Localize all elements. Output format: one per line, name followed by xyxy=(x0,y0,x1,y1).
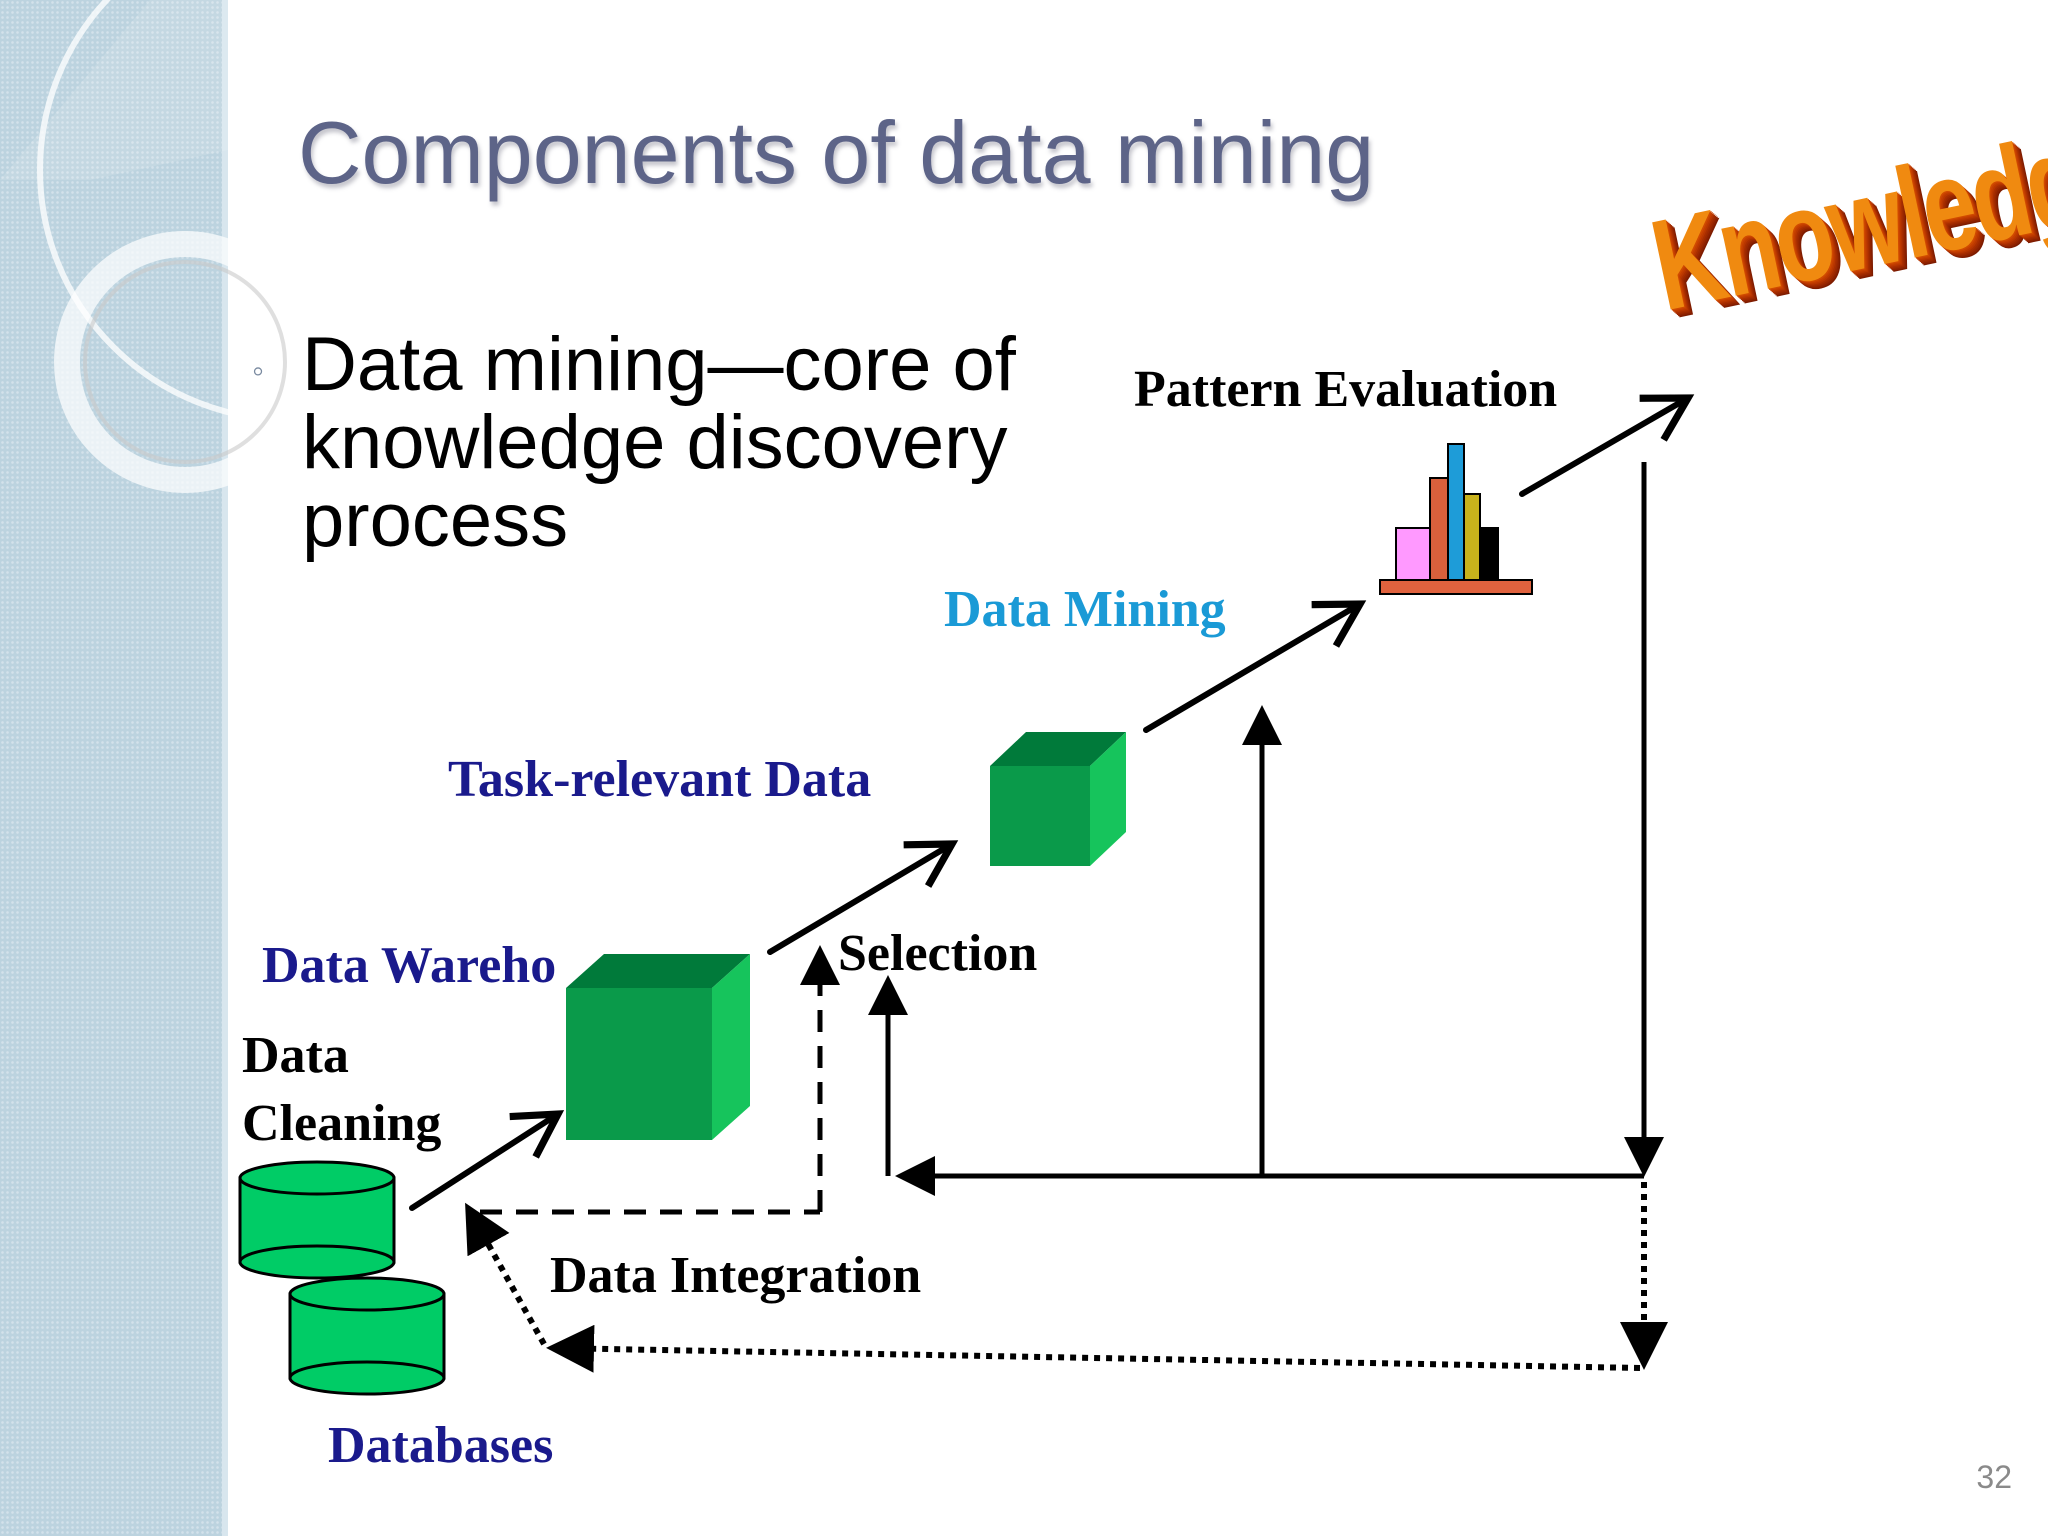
data-warehouse-cube xyxy=(566,954,750,1140)
sidebar-edge xyxy=(222,0,228,1536)
label-selection: Selection xyxy=(838,925,1038,982)
label-data-cleaning-line2: Cleaning xyxy=(242,1095,442,1152)
page-number: 32 xyxy=(1976,1459,2012,1495)
bullet-icon: ◦ xyxy=(252,352,265,390)
arrow-pattern-to-knowledge xyxy=(1519,394,1695,497)
label-data-integration: Data Integration xyxy=(550,1247,922,1304)
pattern-chart-icon xyxy=(1379,443,1533,595)
slide-title: Components of data mining xyxy=(298,103,1375,202)
arrow-taskdata-to-pattern xyxy=(1143,600,1367,733)
dotted-line-bottom xyxy=(546,1324,1641,1373)
label-data-mining: Data Mining xyxy=(944,581,1226,638)
label-data-warehouse: Data Wareho xyxy=(262,937,557,994)
task-relevant-data-cube xyxy=(990,732,1126,866)
decorative-rings xyxy=(0,0,420,493)
bullet-text: Data mining—core of knowledge discovery … xyxy=(302,322,1016,563)
label-databases: Databases xyxy=(328,1417,554,1474)
label-pattern-evaluation: Pattern Evaluation xyxy=(1134,361,1558,418)
arrow-databases-to-warehouse xyxy=(409,1110,565,1211)
label-data-cleaning-line1: Data xyxy=(242,1027,349,1084)
database-cylinder-2 xyxy=(288,1276,446,1396)
label-task-relevant-data: Task-relevant Data xyxy=(448,751,872,808)
database-cylinder-1 xyxy=(238,1160,396,1280)
dotted-line-diagonal xyxy=(465,1202,547,1346)
arrow-warehouse-to-taskdata xyxy=(767,840,959,955)
